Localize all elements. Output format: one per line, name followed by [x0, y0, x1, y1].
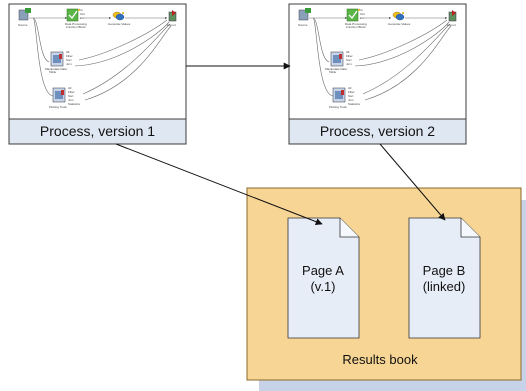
- page-a-subtitle: (v.1): [310, 279, 335, 294]
- process-title-bar-2: [288, 118, 467, 145]
- page-b-fold: [460, 218, 480, 238]
- page-b-subtitle: (linked): [423, 279, 466, 294]
- process-title-bar-1: [8, 118, 187, 145]
- page-a-fold: [339, 218, 359, 238]
- process-title-1: Process, version 1: [40, 123, 155, 139]
- arrow-to-page-a: [115, 143, 323, 225]
- process-panel-2[interactable]: Process, version 2: [288, 3, 467, 145]
- process-title-2: Process, version 2: [320, 123, 435, 139]
- book-label: Results book: [342, 352, 418, 367]
- process-panel-1[interactable]: Process, version 1: [8, 3, 187, 145]
- page-a-title: Page A: [302, 263, 344, 278]
- page-b[interactable]: Page B (linked): [408, 217, 481, 339]
- page-a[interactable]: Page A (v.1): [287, 217, 360, 339]
- page-b-title: Page B: [423, 263, 466, 278]
- arrow-to-page-b: [379, 143, 446, 221]
